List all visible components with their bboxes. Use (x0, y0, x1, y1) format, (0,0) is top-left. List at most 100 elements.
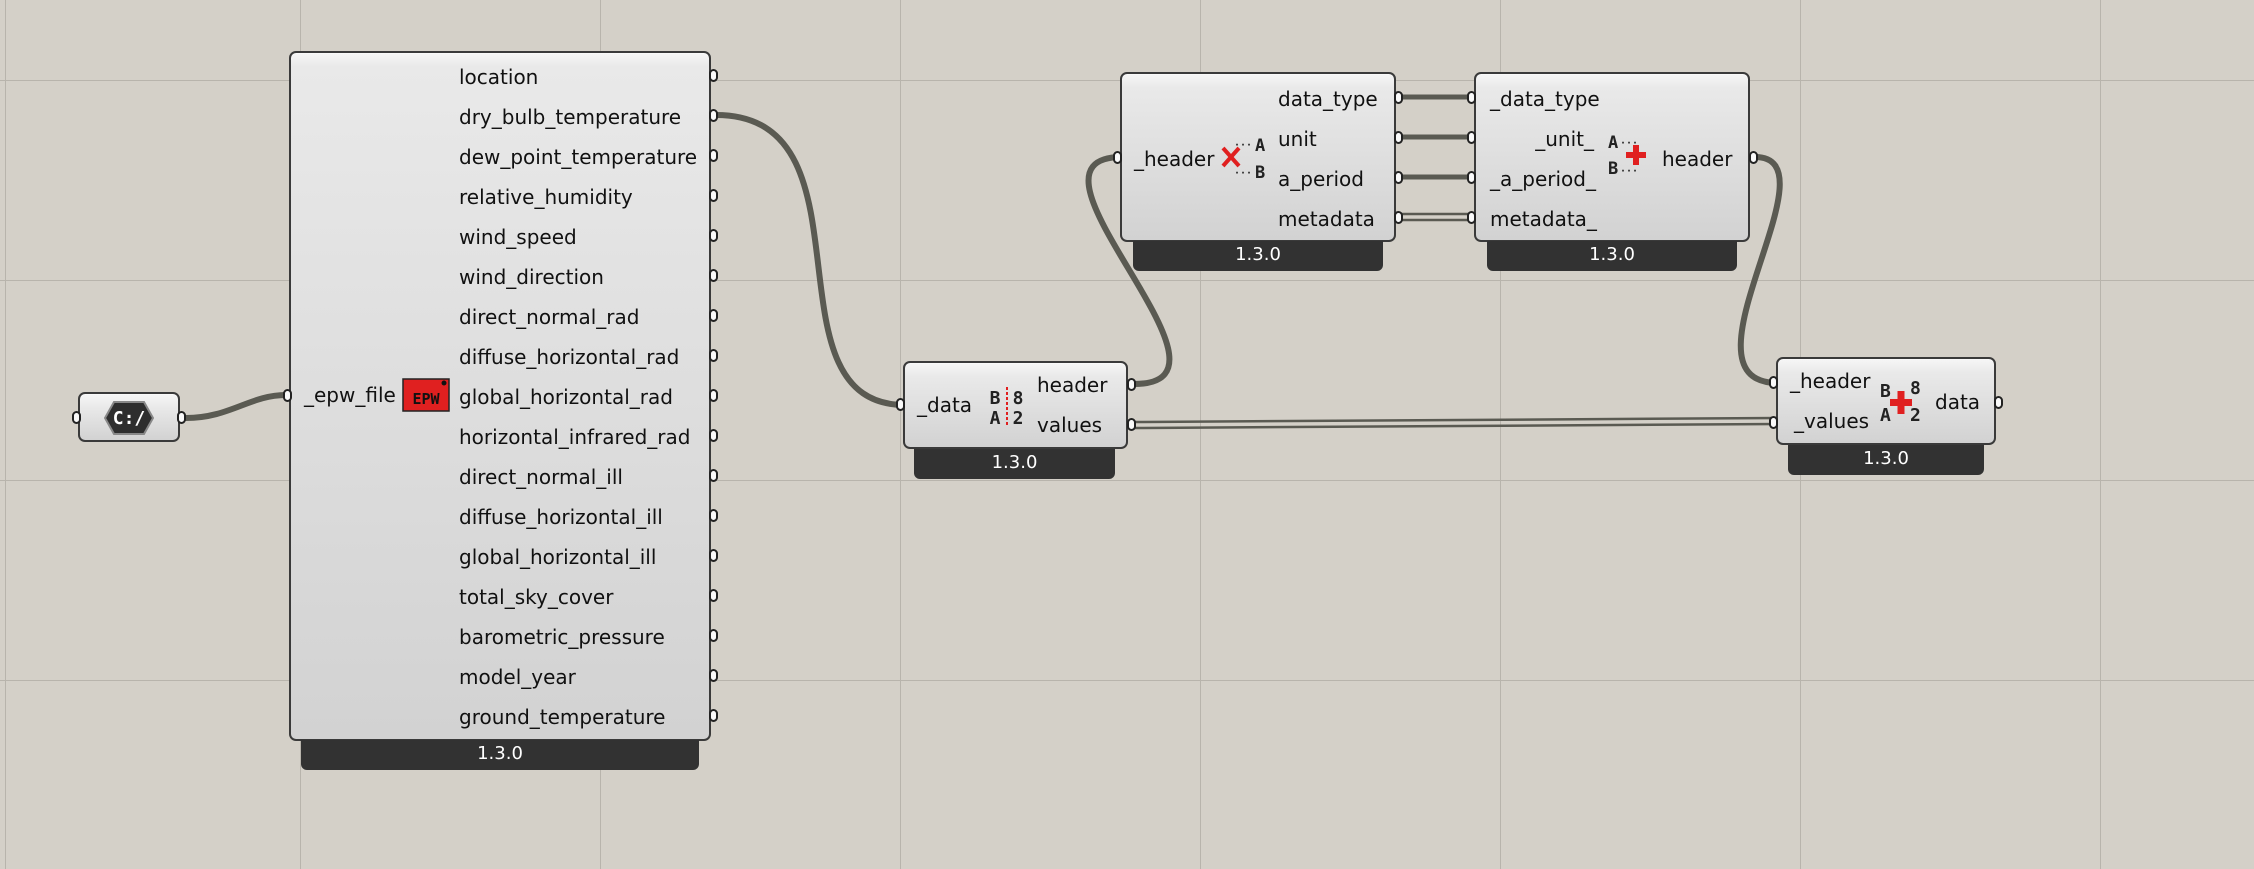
output-port[interactable] (709, 269, 718, 282)
input-label-data: _data (917, 393, 973, 417)
output-port[interactable] (709, 469, 718, 482)
wire-header-to-decon-header[interactable] (1085, 154, 1173, 387)
svg-text:8: 8 (1910, 378, 1921, 399)
input-label-data-type: _data_type (1490, 87, 1600, 111)
header-input-port[interactable] (1769, 376, 1778, 389)
output-port[interactable] (709, 549, 718, 562)
header-output-port[interactable] (1749, 151, 1758, 164)
version-footer: 1.3.0 (1487, 241, 1737, 271)
output-port[interactable] (709, 509, 718, 522)
output-port[interactable] (709, 709, 718, 722)
output-label-header: header (1037, 373, 1108, 397)
grid-line (1200, 0, 1201, 869)
wire-drybulb-to-data[interactable] (713, 112, 908, 408)
c-drive-hexagon-icon: C:/ (103, 400, 155, 440)
grid-line (2100, 0, 2101, 869)
svg-text:2: 2 (1013, 408, 1024, 429)
grid-line (1500, 0, 1501, 869)
epw-icon-text: EPW (412, 390, 440, 408)
input-label-header: _header (1790, 369, 1871, 393)
metadata-output-port[interactable] (1394, 211, 1403, 224)
file-path-parameter[interactable]: C:/ (78, 392, 180, 442)
svg-text:8: 8 (1013, 388, 1024, 409)
values-input-port[interactable] (1769, 416, 1778, 429)
svg-text:B: B (1255, 163, 1265, 183)
output-port[interactable] (709, 109, 718, 122)
import-epw-component[interactable]: _epw_file EPW location dry_bulb_temperat… (289, 51, 711, 741)
output-label: wind_direction (459, 265, 604, 289)
wire-values-to-construct-data[interactable] (1133, 416, 1779, 424)
grid-line (0, 280, 2254, 281)
deconstruct-header-icon: ··· A ··· B (1220, 134, 1268, 188)
values-output-port[interactable] (1127, 418, 1136, 431)
grid-line (900, 0, 901, 869)
output-label: barometric_pressure (459, 625, 665, 649)
output-label: dew_point_temperature (459, 145, 698, 169)
version-footer: 1.3.0 (1133, 241, 1383, 271)
output-port[interactable] (709, 629, 718, 642)
construct-data-component[interactable]: _header _values B A 8 2 data (1776, 357, 1996, 445)
svg-text:B: B (1608, 159, 1618, 179)
filepath-output-port[interactable] (177, 411, 186, 424)
output-port[interactable] (709, 229, 718, 242)
svg-text:···: ··· (1620, 166, 1638, 177)
wire-filepath-to-epw[interactable] (183, 392, 289, 421)
svg-text:A: A (1880, 405, 1891, 426)
unit-output-port[interactable] (1394, 131, 1403, 144)
output-label: location (459, 65, 539, 89)
input-label-metadata: metadata_ (1490, 207, 1597, 231)
svg-text:2: 2 (1910, 405, 1921, 426)
header-input-port[interactable] (1113, 151, 1122, 164)
a-period-input-port[interactable] (1467, 171, 1476, 184)
output-label: global_horizontal_rad (459, 385, 673, 409)
data-output-port[interactable] (1994, 396, 2003, 409)
output-port[interactable] (709, 309, 718, 322)
deconstruct-data-component[interactable]: _data B A 8 2 header values (903, 361, 1128, 449)
metadata-input-port[interactable] (1467, 211, 1476, 224)
output-label: horizontal_infrared_rad (459, 425, 691, 449)
output-label-a-period: a_period (1278, 167, 1364, 191)
output-port[interactable] (709, 349, 718, 362)
output-port[interactable] (709, 669, 718, 682)
output-label: model_year (459, 665, 576, 689)
grid-line (5, 0, 6, 869)
data-type-output-port[interactable] (1394, 91, 1403, 104)
svg-text:A: A (1255, 136, 1265, 156)
output-label: direct_normal_rad (459, 305, 640, 329)
output-label-data: data (1935, 390, 1981, 414)
output-port[interactable] (709, 389, 718, 402)
wire-header-to-construct-data[interactable] (1737, 154, 1783, 386)
deconstruct-header-component[interactable]: _header ··· A ··· B data_type unit a_per… (1120, 72, 1396, 242)
output-port[interactable] (709, 429, 718, 442)
epw-file-input-port[interactable] (283, 389, 292, 402)
output-label-values: values (1037, 413, 1103, 437)
data-input-port[interactable] (896, 398, 905, 411)
output-label-unit: unit (1278, 127, 1317, 151)
output-port[interactable] (709, 149, 718, 162)
construct-data-icon: B A 8 2 (1878, 377, 1926, 431)
input-label-values: _values (1794, 409, 1870, 433)
unit-input-port[interactable] (1467, 131, 1476, 144)
header-output-port[interactable] (1127, 378, 1136, 391)
a-period-output-port[interactable] (1394, 171, 1403, 184)
output-port[interactable] (709, 69, 718, 82)
output-label-header: header (1662, 147, 1733, 171)
svg-text:B: B (990, 388, 1001, 409)
svg-text:···: ··· (1234, 168, 1252, 179)
input-label-header: _header (1134, 147, 1215, 171)
filepath-input-port[interactable] (72, 411, 81, 424)
output-label: direct_normal_ill (459, 465, 623, 489)
output-label: global_horizontal_ill (459, 545, 657, 569)
input-label-unit: _unit_ (1535, 127, 1594, 151)
output-port[interactable] (709, 189, 718, 202)
output-label: total_sky_cover (459, 585, 614, 609)
output-port[interactable] (709, 589, 718, 602)
construct-header-icon: A ··· B ··· (1606, 132, 1654, 186)
data-type-input-port[interactable] (1467, 91, 1476, 104)
output-label: relative_humidity (459, 185, 633, 209)
output-label: wind_speed (459, 225, 577, 249)
input-label-epw-file: _epw_file (304, 383, 396, 407)
construct-header-component[interactable]: _data_type _unit_ _a_period_ metadata_ A… (1474, 72, 1750, 242)
grid-line (0, 680, 2254, 681)
svg-text:···: ··· (1234, 140, 1252, 151)
